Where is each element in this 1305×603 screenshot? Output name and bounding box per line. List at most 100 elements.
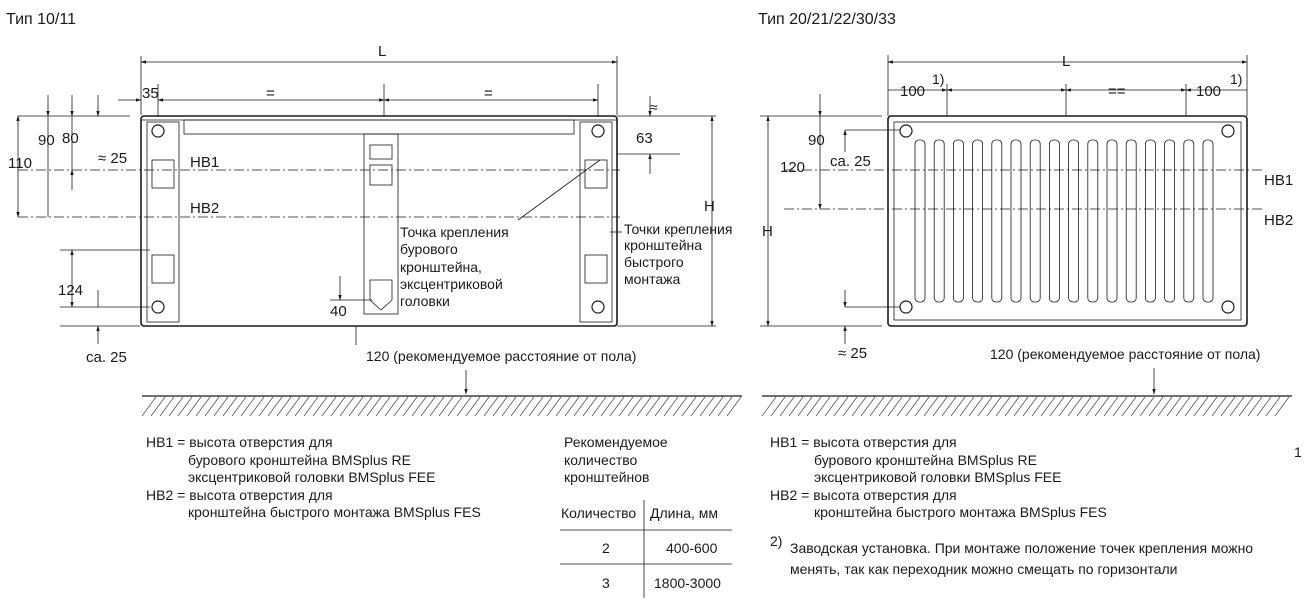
hatch-stroke <box>222 396 238 417</box>
hatch-stroke <box>1130 396 1146 417</box>
hatch-stroke <box>959 396 975 417</box>
hatch-stroke <box>384 396 400 417</box>
svg-text:Точки крепления: Точки крепления <box>624 221 732 237</box>
svg-text:эксцентриковой головки BMSplus: эксцентриковой головки BMSplus FEE <box>814 469 1061 485</box>
hatch-stroke <box>654 396 670 417</box>
hatch-stroke <box>788 396 804 417</box>
right-mount-hole-tl <box>899 124 913 138</box>
hatch-stroke <box>618 396 634 417</box>
hatch-stroke <box>1184 396 1200 417</box>
left-title: Тип 10/11 <box>6 11 76 28</box>
radiator-fin <box>1125 139 1137 303</box>
hatch-stroke <box>483 396 499 417</box>
svg-text:бурового: бурового <box>400 241 458 257</box>
hatch-stroke <box>537 396 553 417</box>
hatch-stroke <box>923 396 939 417</box>
hatch-stroke <box>761 396 777 417</box>
hatch-stroke <box>1166 396 1182 417</box>
hatch-stroke <box>1265 396 1281 417</box>
left-dim-approx25: ≈ 25 <box>98 150 127 167</box>
hatch-stroke <box>510 396 526 417</box>
svg-text:кронштейна: кронштейна <box>624 237 702 253</box>
hatch-stroke <box>914 396 930 417</box>
hatch-stroke <box>1148 396 1164 417</box>
hatch-stroke <box>366 396 382 417</box>
hatch-stroke <box>564 396 580 417</box>
hatch-stroke <box>429 396 445 417</box>
svg-text:головки: головки <box>400 293 450 309</box>
hatch-stroke <box>636 396 652 417</box>
hatch-stroke <box>824 396 840 417</box>
hatch-stroke <box>294 396 310 417</box>
right-footnote-ref-2: 1) <box>1230 71 1242 87</box>
hatch-stroke <box>779 396 795 417</box>
right-dim-100-right: 100 <box>1196 83 1221 100</box>
hatch-stroke <box>1211 396 1227 417</box>
hatch-stroke <box>770 396 786 417</box>
radiator-fin <box>1164 139 1175 303</box>
right-floor-hatch <box>761 396 1290 417</box>
left-dim-90: 90 <box>38 132 55 149</box>
left-dim-eq-1: = <box>266 85 275 102</box>
hatch-stroke <box>546 396 562 417</box>
hatch-stroke <box>1049 396 1065 417</box>
radiator-fin <box>1068 139 1079 303</box>
right-dim-H: H <box>762 223 773 240</box>
hatch-stroke <box>411 396 427 417</box>
hatch-stroke <box>1220 396 1236 417</box>
svg-text:быстрого: быстрого <box>624 254 684 270</box>
svg-text:кронштейна быстрого монтажа BM: кронштейна быстрого монтажа BMSplus FES <box>188 504 481 520</box>
left-mount-hole-tr <box>591 124 605 138</box>
hatch-stroke <box>1112 396 1128 417</box>
hatch-stroke <box>708 396 724 417</box>
svg-text:бурового кронштейна BMSplus RE: бурового кронштейна BMSplus RE <box>188 452 411 468</box>
hatch-stroke <box>977 396 993 417</box>
left-dim-40: 40 <box>330 303 347 320</box>
hatch-stroke <box>932 396 948 417</box>
hatch-stroke <box>1103 396 1119 417</box>
hatch-stroke <box>555 396 571 417</box>
hatch-stroke <box>1121 396 1137 417</box>
right-mount-hole-tr <box>1221 124 1235 138</box>
hatch-stroke <box>1067 396 1083 417</box>
svg-text:кронштейна,: кронштейна, <box>400 259 482 275</box>
hatch-stroke <box>968 396 984 417</box>
left-mount-hole-tl <box>151 124 165 138</box>
left-dim-35: 35 <box>142 85 159 102</box>
svg-text:монтажа: монтажа <box>624 271 681 287</box>
right-dim-L: L <box>1062 53 1070 70</box>
left-quick-point-note: Точки крепления кронштейна быстрого монт… <box>624 221 732 287</box>
hatch-stroke <box>231 396 247 417</box>
hatch-stroke <box>1139 396 1155 417</box>
hatch-stroke <box>240 396 256 417</box>
hatch-stroke <box>950 396 966 417</box>
right-dim-100-left: 100 <box>900 83 925 100</box>
hatch-stroke <box>456 396 472 417</box>
hatch-stroke <box>1256 396 1272 417</box>
right-radiator-fins <box>914 139 1214 303</box>
svg-text:бурового кронштейна BMSplus RE: бурового кронштейна BMSplus RE <box>814 452 1037 468</box>
hatch-stroke <box>726 396 742 417</box>
hatch-stroke <box>582 396 598 417</box>
right-dim-eq: == <box>1108 83 1126 100</box>
svg-text:Точка крепления: Точка крепления <box>400 224 509 240</box>
right-dim-ca25: ca. 25 <box>830 153 871 170</box>
hatch-stroke <box>357 396 373 417</box>
hatch-stroke <box>249 396 265 417</box>
right-legend: HB1 = высота отверстия для бурового крон… <box>770 434 1107 520</box>
right-drawing: Тип 20/21/22/30/33 L 100 1) == 100 1) HB… <box>758 11 1302 577</box>
hatch-stroke <box>204 396 220 417</box>
hatch-stroke <box>1229 396 1245 417</box>
left-dim-63: 63 <box>636 130 653 147</box>
hatch-stroke <box>375 396 391 417</box>
hatch-stroke <box>519 396 535 417</box>
hatch-stroke <box>1157 396 1173 417</box>
hatch-stroke <box>600 396 616 417</box>
left-mount-hole-bl <box>151 300 165 314</box>
radiator-fin <box>1145 139 1156 303</box>
left-mount-hole-br <box>591 300 605 314</box>
hatch-stroke <box>878 396 894 417</box>
hatch-stroke <box>1076 396 1092 417</box>
hatch-stroke <box>168 396 184 417</box>
